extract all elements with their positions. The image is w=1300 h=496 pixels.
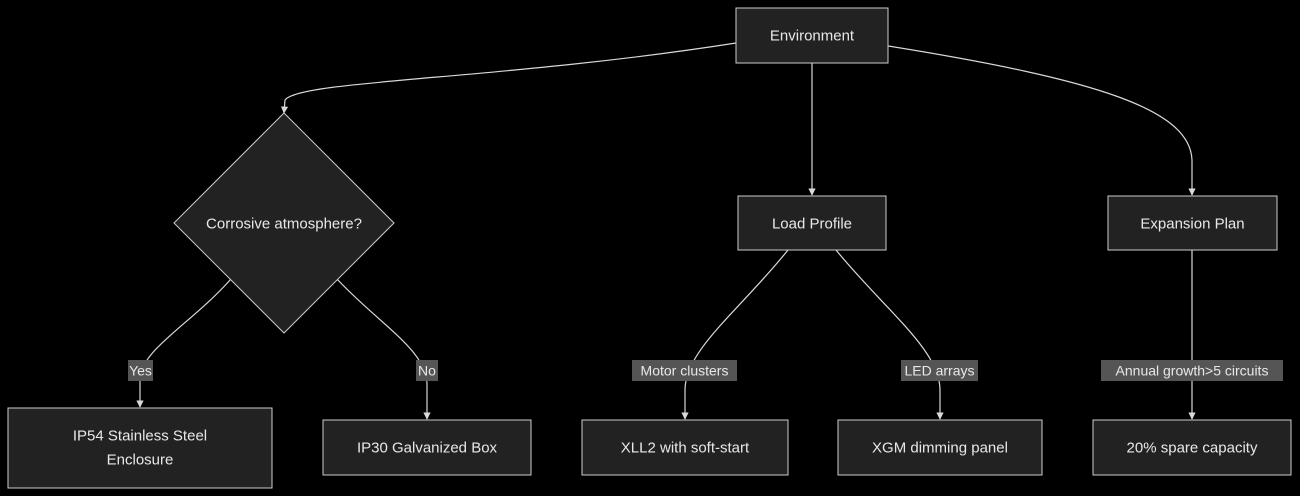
edge-labels: Yes No Motor clusters LED arrays Annual … bbox=[128, 360, 1283, 381]
edge-label-yes-text: Yes bbox=[129, 363, 152, 379]
node-xll2-soft-start[interactable]: XLL2 with soft-start bbox=[581, 419, 789, 476]
edge-label-no: No bbox=[416, 360, 438, 381]
node-spare-label: 20% spare capacity bbox=[1127, 440, 1258, 457]
edge-label-led-arrays: LED arrays bbox=[901, 360, 978, 381]
edge-label-led-arrays-text: LED arrays bbox=[904, 363, 974, 379]
node-spare-capacity[interactable]: 20% spare capacity bbox=[1092, 419, 1292, 476]
edge-label-motor-clusters: Motor clusters bbox=[632, 360, 737, 381]
node-xgm-dimming-panel[interactable]: XGM dimming panel bbox=[837, 419, 1043, 476]
edge-corrosive-to-ip54 bbox=[136, 278, 232, 408]
node-ip54-label-line2: Enclosure bbox=[107, 452, 174, 469]
node-ip54-enclosure[interactable]: IP54 Stainless Steel Enclosure bbox=[7, 407, 273, 489]
edges bbox=[136, 42, 1196, 420]
node-xll2-label: XLL2 with soft-start bbox=[621, 440, 750, 457]
edge-label-yes: Yes bbox=[128, 360, 153, 381]
node-corrosive-atmosphere-decision[interactable]: Corrosive atmosphere? bbox=[173, 112, 395, 334]
edge-load-profile-to-xgm bbox=[835, 249, 944, 420]
node-environment[interactable]: Environment bbox=[735, 7, 889, 64]
node-environment-label: Environment bbox=[770, 28, 855, 45]
node-corrosive-label: Corrosive atmosphere? bbox=[206, 216, 362, 233]
edge-corrosive-to-ip30 bbox=[336, 278, 431, 420]
node-load-profile-label: Load Profile bbox=[772, 216, 852, 233]
edge-environment-to-corrosive bbox=[280, 42, 737, 114]
edge-label-annual-growth: Annual growth>5 circuits bbox=[1101, 360, 1283, 381]
nodes: Environment Corrosive atmosphere? Load P… bbox=[7, 7, 1292, 489]
node-expansion-plan-label: Expansion Plan bbox=[1140, 216, 1244, 233]
edge-label-annual-growth-text: Annual growth>5 circuits bbox=[1116, 363, 1269, 379]
node-xgm-label: XGM dimming panel bbox=[872, 440, 1008, 457]
edge-load-profile-to-xll2 bbox=[681, 249, 789, 420]
node-expansion-plan[interactable]: Expansion Plan bbox=[1107, 195, 1278, 251]
edge-label-motor-clusters-text: Motor clusters bbox=[641, 363, 729, 379]
node-ip30-galvanized-box[interactable]: IP30 Galvanized Box bbox=[322, 419, 532, 476]
node-ip54-label-line1: IP54 Stainless Steel bbox=[73, 428, 207, 445]
node-ip30-label: IP30 Galvanized Box bbox=[357, 440, 498, 457]
node-load-profile[interactable]: Load Profile bbox=[737, 195, 887, 251]
edge-label-no-text: No bbox=[418, 363, 436, 379]
edge-environment-to-expansion-plan bbox=[887, 45, 1196, 196]
